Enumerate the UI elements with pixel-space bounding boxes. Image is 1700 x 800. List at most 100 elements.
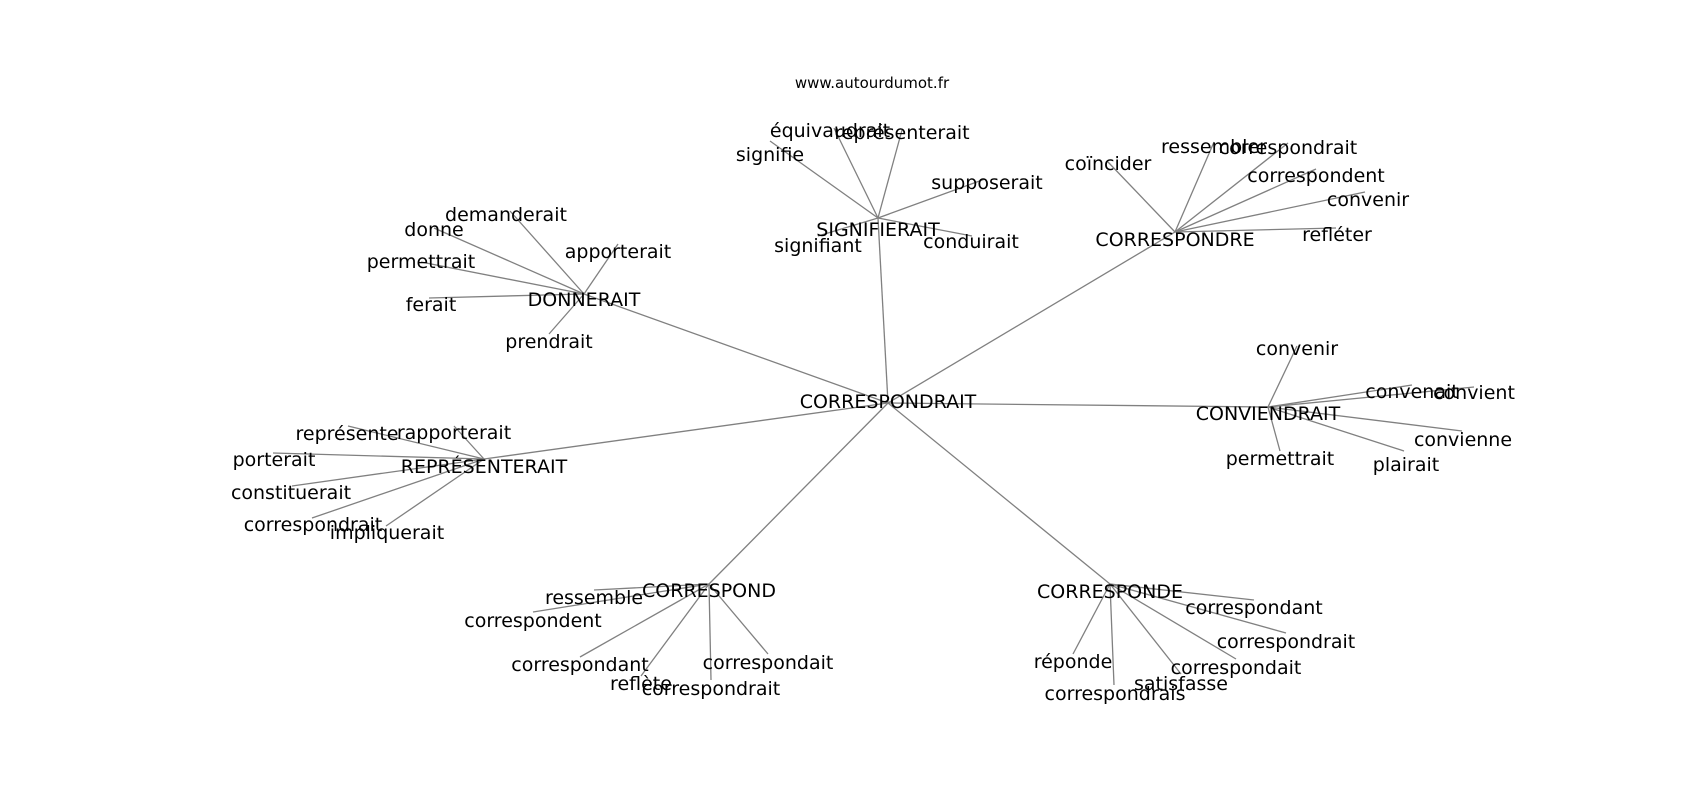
edge-hub-to-leaf: [593, 583, 710, 591]
leaf-word: permettrait: [367, 251, 476, 273]
edge-hub-to-leaf: [1109, 583, 1182, 675]
hub-word: CONVIENDRAIT: [1196, 403, 1341, 425]
leaf-word: correspondent: [464, 610, 602, 632]
edge-hub-to-leaf: [509, 210, 585, 295]
leaf-word: correspondrait: [1219, 137, 1358, 159]
leaf-word: reflète: [610, 673, 672, 695]
leaf-word: donne: [404, 219, 463, 241]
leaf-word: supposerait: [931, 172, 1042, 194]
edge-hub-to-leaf: [1109, 583, 1115, 686]
leaf-word: correspondrais: [1045, 683, 1186, 705]
edge-hub-to-leaf: [1174, 227, 1337, 233]
hub-word: CORRESPOND: [642, 580, 776, 602]
leaf-word: prendrait: [505, 331, 592, 353]
edge-hub-to-leaf: [532, 583, 710, 613]
edge-center-to-hub: [877, 217, 889, 404]
leaf-word: permettrait: [1226, 448, 1335, 470]
edge-hub-to-leaf: [640, 583, 710, 677]
leaf-word: convenait: [1365, 381, 1458, 403]
hub-word: CORRESPONDRE: [1095, 229, 1254, 251]
leaf-word: ferait: [406, 294, 457, 316]
hub-word: DONNERAIT: [528, 289, 641, 311]
leaf-word: correspondrait: [244, 514, 383, 536]
edge-center-to-hub: [887, 402, 1111, 585]
edge-hub-to-leaf: [769, 140, 879, 219]
edge-hub-to-leaf: [311, 458, 485, 519]
leaf-word: correspondant: [1185, 597, 1322, 619]
source-label: www.autourdumot.fr: [795, 74, 950, 92]
edge-hub-to-leaf: [1267, 384, 1413, 408]
leaf-word: signifiant: [774, 235, 862, 257]
leaf-word: plairait: [1373, 454, 1439, 476]
edge-center-to-hub: [887, 402, 1269, 408]
edge-hub-to-leaf: [877, 217, 973, 237]
leaf-word: rapporterait: [397, 422, 511, 444]
edge-center-to-hub: [708, 402, 889, 585]
edge-hub-to-leaf: [1267, 406, 1281, 452]
leaf-word: refléter: [1302, 224, 1372, 246]
edge-hub-to-leaf: [291, 458, 485, 487]
edge-hub-to-leaf: [347, 425, 485, 460]
edge-center-to-hub: [583, 293, 889, 404]
leaf-word: correspondrait: [642, 678, 781, 700]
leaf-word: convenir: [1256, 338, 1338, 360]
edge-hub-to-leaf: [272, 452, 485, 460]
leaf-word: ressembler: [1161, 136, 1267, 158]
leaf-word: représente: [296, 423, 399, 445]
edge-hub-to-leaf: [1174, 168, 1317, 233]
edge-center-to-hub: [887, 231, 1176, 404]
edge-hub-to-leaf: [1267, 345, 1298, 408]
edge-hub-to-leaf: [1109, 583, 1237, 660]
leaf-word: signifie: [736, 144, 804, 166]
leaf-word: demanderait: [445, 204, 567, 226]
leaf-word: correspondait: [703, 652, 834, 674]
edge-hub-to-leaf: [708, 583, 769, 655]
edge-hub-to-leaf: [1174, 142, 1289, 233]
edge-hub-to-leaf: [420, 261, 585, 295]
leaf-word: correspondent: [1247, 165, 1385, 187]
leaf-word: convienne: [1414, 429, 1512, 451]
edge-hub-to-leaf: [579, 583, 710, 658]
leaf-word: correspondait: [1171, 657, 1302, 679]
leaf-word: satisfasse: [1134, 673, 1228, 695]
hub-word: CORRESPONDE: [1037, 581, 1183, 603]
edge-hub-to-leaf: [1267, 406, 1405, 452]
edge-hub-to-leaf: [1174, 141, 1215, 233]
graph-edges: [272, 127, 1475, 686]
edge-hub-to-leaf: [583, 243, 619, 295]
edge-hub-to-leaf: [428, 293, 585, 299]
edge-hub-to-leaf: [877, 178, 986, 219]
edge-hub-to-leaf: [833, 127, 879, 219]
edge-hub-to-leaf: [1174, 191, 1366, 233]
leaf-word: apporterait: [565, 241, 672, 263]
leaf-word: correspondant: [511, 654, 648, 676]
leaf-word: porterait: [233, 449, 316, 471]
leaf-word: correspondrait: [1217, 631, 1356, 653]
edge-hub-to-leaf: [1072, 583, 1111, 655]
graph-labels: www.autourdumot.fr CORRESPONDRAIT équiva…: [231, 74, 1515, 705]
edge-hub-to-leaf: [453, 425, 485, 460]
leaf-word: ressemble: [545, 587, 643, 609]
hub-word: REPRÉSENTERAIT: [401, 455, 568, 478]
leaf-word: réponde: [1034, 651, 1113, 673]
edge-hub-to-leaf: [1107, 161, 1176, 233]
leaf-word: équivaudrait: [770, 120, 890, 142]
leaf-word: représenterait: [834, 122, 969, 144]
edge-hub-to-leaf: [877, 129, 903, 219]
edge-hub-to-leaf: [385, 458, 485, 527]
leaf-word: constituerait: [231, 482, 351, 504]
leaf-word: conduirait: [923, 231, 1019, 253]
edge-hub-to-leaf: [1109, 583, 1287, 634]
hub-word: SIGNIFIERAIT: [816, 219, 940, 241]
leaf-word: convenir: [1327, 189, 1409, 211]
leaf-word: convient: [1433, 382, 1515, 404]
edge-hub-to-leaf: [1267, 386, 1475, 408]
edge-hub-to-leaf: [817, 217, 879, 237]
leaf-word: impliquerait: [330, 522, 444, 544]
edge-hub-to-leaf: [1267, 406, 1463, 432]
edge-hub-to-leaf: [1109, 583, 1255, 601]
edge-hub-to-leaf: [548, 293, 585, 335]
edge-hub-to-leaf: [708, 583, 712, 681]
center-word: CORRESPONDRAIT: [800, 391, 977, 413]
